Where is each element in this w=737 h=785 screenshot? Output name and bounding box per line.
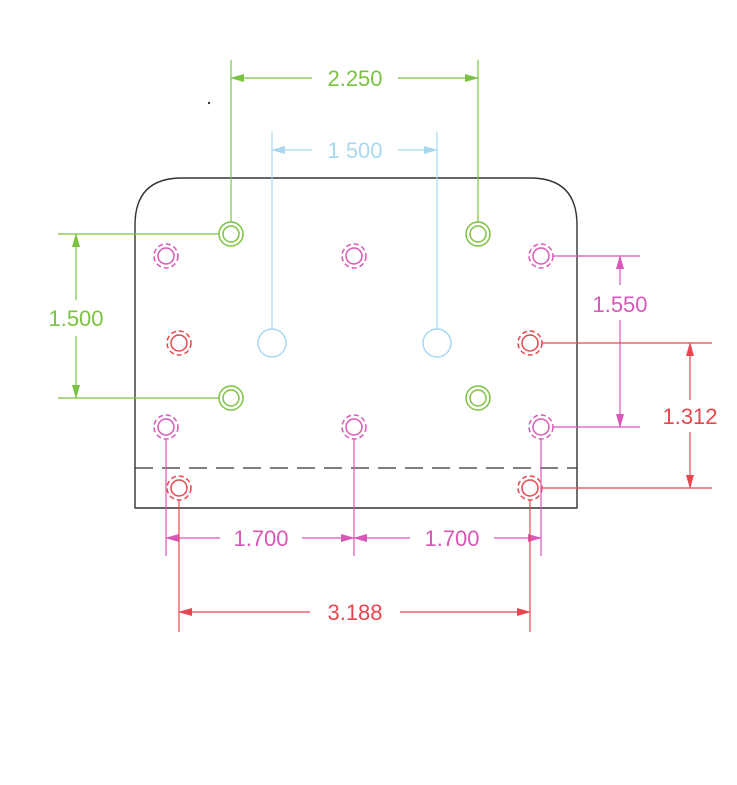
dimension-label: 2.250 <box>327 66 382 91</box>
green-hole <box>218 385 244 411</box>
dimension-right-magenta <box>553 255 640 428</box>
magenta-hole <box>153 414 179 440</box>
plate-outline <box>134 177 578 509</box>
blue-hole-group <box>257 328 452 358</box>
dimension-bottom-magenta <box>165 439 542 556</box>
green-hole <box>465 385 491 411</box>
dimension-bottom-red <box>178 500 531 632</box>
red-hole <box>166 330 192 356</box>
magenta-hole <box>528 414 554 440</box>
dimension-top-blue <box>271 132 438 329</box>
blue-hole <box>257 328 287 358</box>
magenta-hole <box>341 414 367 440</box>
dimension-label: 1.550 <box>592 292 647 317</box>
green-hole <box>465 221 491 247</box>
stray-dot <box>207 101 211 105</box>
blue-hole <box>422 328 452 358</box>
magenta-hole <box>528 243 554 269</box>
dimension-label: 1.700 <box>424 526 479 551</box>
dimension-label: 1 500 <box>327 138 382 163</box>
magenta-hole <box>341 243 367 269</box>
green-hole <box>218 221 244 247</box>
magenta-hole <box>153 243 179 269</box>
red-hole <box>517 475 543 501</box>
dimension-label: 1.500 <box>48 306 103 331</box>
dimension-label: 1.312 <box>662 404 717 429</box>
dimension-right-red <box>542 342 712 489</box>
dimension-label: 1.700 <box>233 526 288 551</box>
dimension-top-green <box>230 60 479 222</box>
dimension-left-green <box>58 233 219 399</box>
red-hole <box>517 330 543 356</box>
dimension-label: 3.188 <box>327 600 382 625</box>
green-hole-group <box>218 221 491 411</box>
red-hole <box>166 475 192 501</box>
magenta-hole-group <box>153 243 554 440</box>
